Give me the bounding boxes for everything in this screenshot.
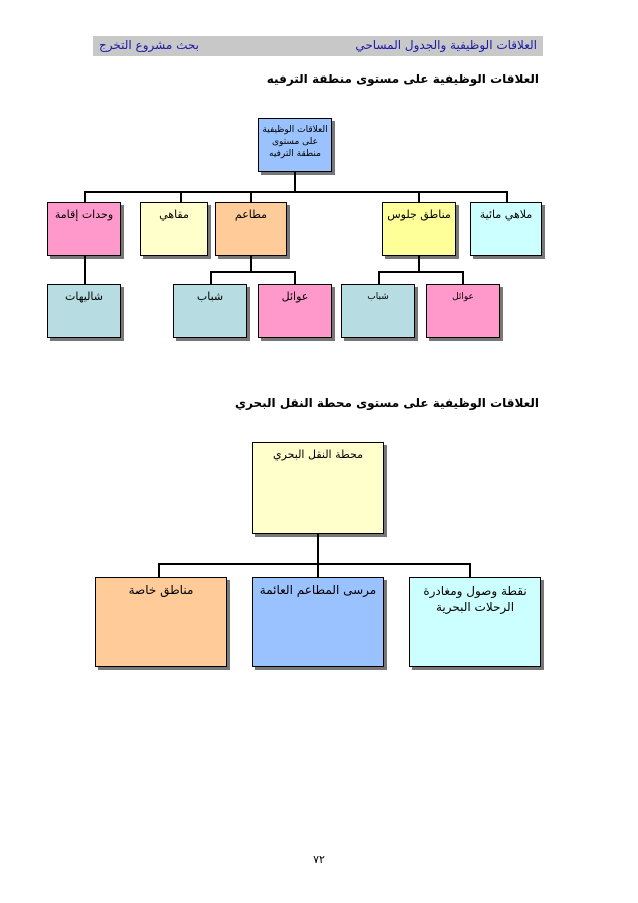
node-families-1: عوائل <box>426 284 500 338</box>
node-chalets-label: شاليهات <box>64 290 104 303</box>
node-restaurants-label: مطاعم <box>234 208 268 221</box>
node-youth-1-label: شباب <box>367 292 389 302</box>
connector <box>317 563 319 577</box>
section1-title: العلاقات الوظيفية على مستوى منطقة الترفي… <box>266 72 539 86</box>
connector <box>84 191 86 202</box>
node-families-2: عوائل <box>258 284 332 338</box>
root-box-recreation-label: العلاقات الوظيفية على مستوى منطقة الترفي… <box>262 125 328 159</box>
connector <box>378 271 380 284</box>
node-cafes-label: مقاهي <box>159 208 189 221</box>
node-families-1-label: عوائل <box>452 292 474 302</box>
node-floating-restaurants-label: مرسى المطاعم العائمة <box>259 583 377 597</box>
root-box-recreation: العلاقات الوظيفية على مستوى منطقة الترفي… <box>258 118 332 172</box>
header-project: بحث مشروع التخرج <box>99 38 199 52</box>
header-title: العلاقات الوظيفية والجدول المساحي <box>355 38 537 52</box>
node-youth-2: شباب <box>173 284 247 338</box>
connector <box>462 271 464 284</box>
connector <box>158 563 160 577</box>
node-arrival-departure-label: نقطة وصول ومغادرة الرحلات البحرية <box>423 584 527 614</box>
connector <box>418 191 420 202</box>
connector <box>418 256 420 272</box>
node-youth-2-label: شباب <box>196 290 224 303</box>
root-box-marine-label: محطة النقل البحري <box>272 448 364 461</box>
node-floating-restaurants: مرسى المطاعم العائمة <box>252 577 384 667</box>
node-accommodation: وحدات إقامة <box>47 202 121 256</box>
node-private-areas: مناطق خاصة <box>95 577 227 667</box>
header-bar: العلاقات الوظيفية والجدول المساحي بحث مش… <box>93 36 543 56</box>
connector <box>84 191 508 193</box>
node-restaurants: مطاعم <box>215 202 287 256</box>
node-youth-1: شباب <box>341 284 415 338</box>
connector <box>506 191 508 202</box>
node-families-2-label: عوائل <box>281 290 309 303</box>
connector <box>158 563 471 565</box>
connector <box>210 271 212 284</box>
connector <box>294 172 296 192</box>
node-accommodation-label: وحدات إقامة <box>54 208 114 221</box>
node-cafes: مقاهي <box>140 202 208 256</box>
connector <box>317 534 319 564</box>
connector <box>210 271 296 273</box>
connector <box>294 271 296 284</box>
connector <box>378 271 464 273</box>
node-seating-areas-label: مناطق جلوس <box>387 208 451 221</box>
connector <box>250 191 252 202</box>
node-water-games-label: ملاهي مائية <box>479 208 533 221</box>
root-box-marine: محطة النقل البحري <box>252 442 384 534</box>
connector <box>180 191 182 202</box>
connector <box>250 256 252 272</box>
connector <box>84 256 86 284</box>
node-chalets: شاليهات <box>47 284 121 338</box>
section2-title: العلاقات الوظيفية على مستوى محطة النقل ا… <box>235 396 539 410</box>
node-water-games: ملاهي مائية <box>470 202 542 256</box>
node-seating-areas: مناطق جلوس <box>382 202 456 256</box>
page-number: ٧٢ <box>313 853 325 866</box>
connector <box>469 563 471 577</box>
node-arrival-departure: نقطة وصول ومغادرة الرحلات البحرية <box>409 577 541 667</box>
node-private-areas-label: مناطق خاصة <box>128 583 194 597</box>
